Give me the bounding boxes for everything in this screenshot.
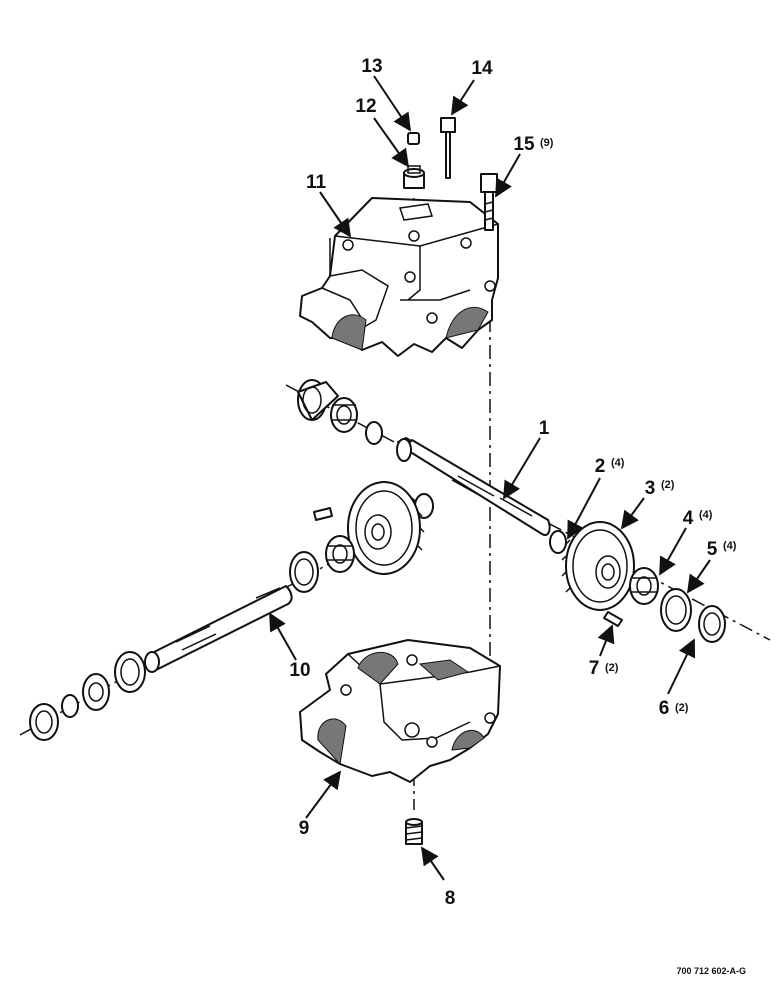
reducer-bushing-part-12	[403, 165, 425, 189]
gear-part-3-right	[561, 521, 635, 611]
callout-7-qty: (2)	[605, 662, 619, 674]
shaft-part-10	[144, 585, 293, 673]
callout-8: 8	[445, 888, 456, 909]
callout-15-qty: (9)	[540, 137, 554, 149]
cone-bearing-part-4-upper-left	[330, 397, 358, 433]
cup-part-5-lower-left	[114, 651, 146, 693]
leader-arrows	[269, 75, 711, 881]
cone-bearing-part-4-lower	[325, 535, 355, 573]
snap-ring-part-2-lower-left	[61, 694, 79, 718]
callout-14: 14	[471, 58, 493, 79]
bolt-part-14	[440, 117, 456, 179]
seal-part-6-left	[29, 703, 59, 741]
snap-ring-part-2-upper-left	[365, 421, 383, 445]
callout-1: 1	[539, 418, 550, 439]
callout-6-qty: (2)	[675, 702, 689, 714]
callout-3: 3	[645, 478, 656, 499]
snap-ring-part-2-upper-right	[549, 530, 567, 554]
shaft-part-1	[396, 437, 551, 536]
cone-bearing-part-4-lower-left	[82, 673, 110, 711]
callout-5-qty: (4)	[723, 540, 737, 552]
lower-housing-part-9	[299, 639, 501, 783]
drawing-number: 700 712 602-A-G	[676, 966, 746, 976]
cone-bearing-part-4-right	[629, 567, 659, 605]
callout-9: 9	[299, 818, 310, 839]
callout-11: 11	[306, 172, 327, 193]
bolt-part-15	[480, 173, 498, 231]
callout-6: 6	[659, 698, 670, 719]
upper-housing-part-11	[299, 197, 499, 357]
callout-12: 12	[355, 96, 376, 117]
cup-part-5-upper-left	[297, 379, 339, 421]
callout-10: 10	[289, 660, 310, 681]
callout-2: 2	[595, 456, 606, 477]
callout-2-qty: (4)	[611, 457, 625, 469]
gear-part-3-left	[347, 481, 425, 575]
callout-4-qty: (4)	[699, 509, 713, 521]
callout-3-qty: (2)	[661, 479, 675, 491]
callout-15: 15	[513, 134, 535, 155]
drain-plug-part-8	[405, 818, 423, 845]
callout-5: 5	[707, 539, 718, 560]
key-part-7-right	[603, 611, 623, 627]
cup-part-5-lower	[289, 551, 319, 593]
cup-part-5-right	[660, 588, 692, 632]
callout-7: 7	[589, 658, 600, 679]
callout-4: 4	[683, 508, 694, 529]
key-part-7-left	[313, 507, 333, 521]
callout-labels: 1 2 (4) 3 (2) 4 (4) 5 (4) 6 (2) 7 (2) 8 …	[289, 56, 746, 976]
breather-plug-part-13	[407, 132, 420, 145]
callout-13: 13	[361, 56, 382, 77]
seal-part-6-right	[698, 605, 726, 643]
